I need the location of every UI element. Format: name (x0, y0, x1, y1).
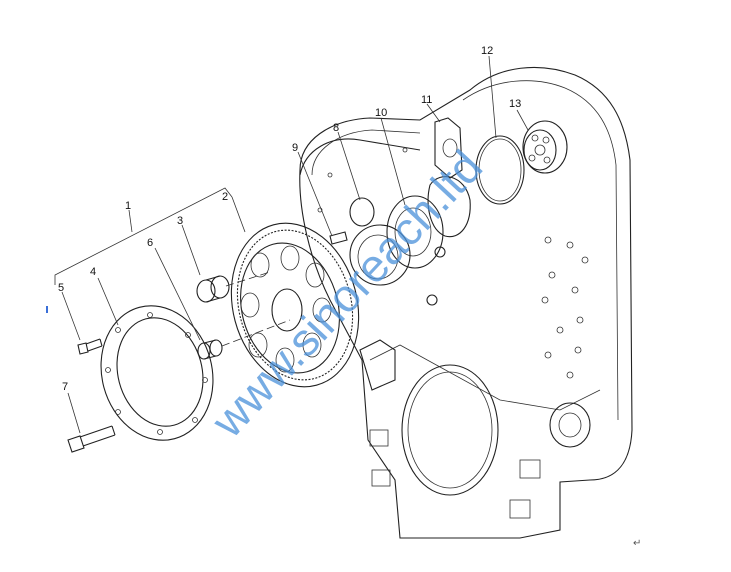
label-13: 13 (509, 98, 521, 110)
cursor-mark (46, 306, 48, 313)
part-2-gear (230, 222, 360, 388)
label-9: 9 (292, 142, 298, 154)
label-11: 11 (421, 94, 432, 106)
part-12-seal (475, 135, 525, 205)
label-1: 1 (125, 200, 131, 212)
part-11-bracket (427, 117, 471, 238)
label-10: 10 (375, 107, 387, 119)
leader-lines (54, 55, 529, 434)
label-7: 7 (62, 381, 68, 393)
part-3-bushing (196, 275, 230, 303)
part-10-gear-plate (386, 195, 444, 269)
part-9-cover-edge (299, 138, 421, 176)
part-6-bushing (197, 271, 291, 360)
part-8-seal (329, 197, 411, 286)
label-5: 5 (58, 282, 64, 294)
label-12: 12 (481, 45, 493, 57)
label-3: 3 (177, 215, 183, 227)
part-13-pulley (522, 120, 568, 174)
gear-housing (299, 66, 633, 539)
watermark: www.sinoreach.ltd (201, 140, 493, 447)
return-mark: ↵ (633, 538, 641, 549)
label-6: 6 (147, 237, 153, 249)
label-4: 4 (90, 266, 96, 278)
part-7-bolt (67, 425, 116, 453)
label-8: 8 (333, 122, 339, 134)
label-2: 2 (222, 191, 228, 203)
part-5-bolt (77, 338, 103, 355)
part-4-plate (100, 305, 214, 441)
